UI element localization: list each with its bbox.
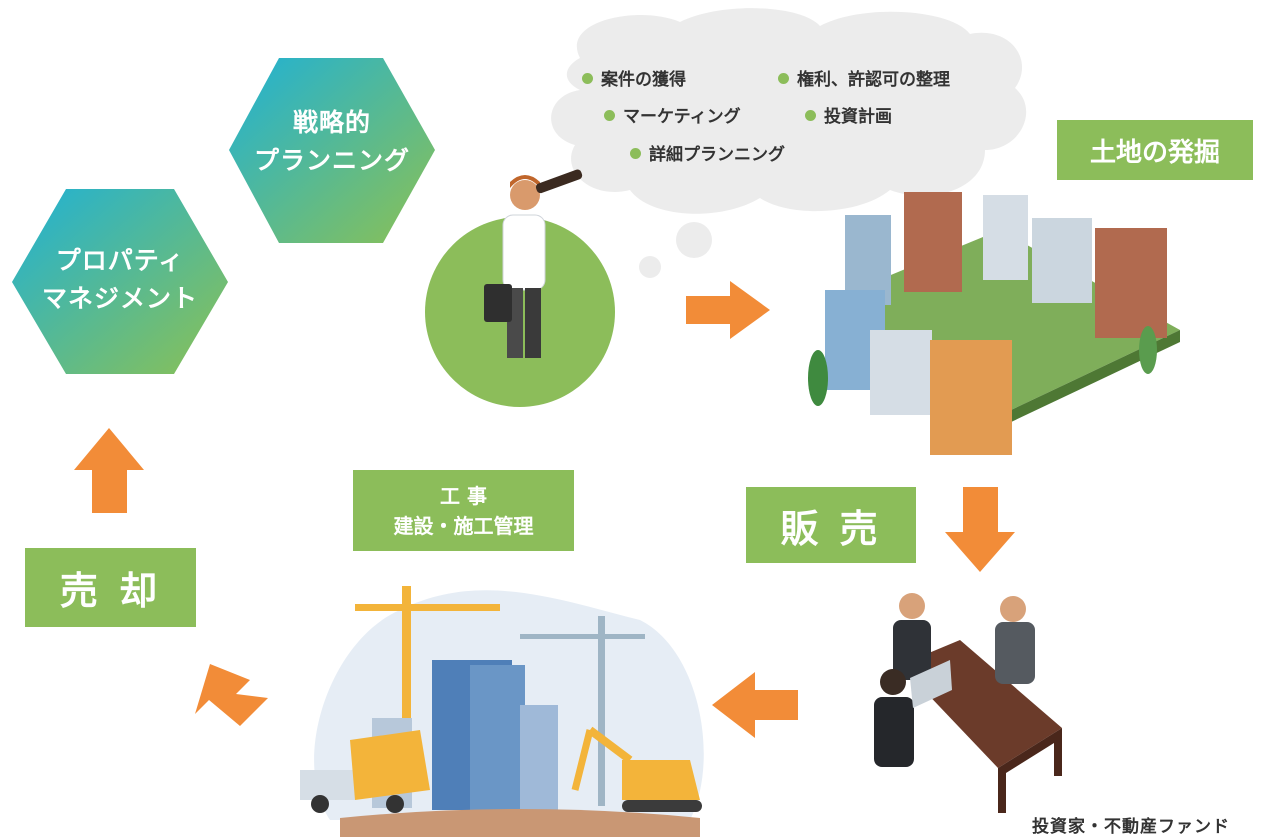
bullet-icon [778, 73, 789, 84]
sell-label: 売 却 [25, 548, 196, 627]
arrow-right-icon [686, 281, 770, 339]
business-meeting-illustration [874, 593, 1062, 813]
investors-caption: 投資家・不動産ファンド [1032, 817, 1230, 837]
person-telescope-illustration [484, 169, 583, 358]
bubble-item: マーケティング [604, 102, 741, 127]
land-buildings-illustration [808, 192, 1180, 455]
hexagon-property-management-label: プロパティ マネジメント [12, 242, 228, 318]
arrow-diagonal-icon [195, 664, 268, 726]
hexagon-property-management [12, 189, 228, 374]
arrow-up-icon [74, 428, 144, 513]
property-line2: マネジメント [41, 284, 198, 313]
hexagon-strategic-planning-label: 戦略的 プランニング [229, 104, 435, 180]
bubble-item: 権利、許認可の整理 [778, 65, 950, 90]
construction-line2: 建設・施工管理 [393, 513, 534, 538]
arrow-down-icon [945, 487, 1015, 572]
bullet-icon [805, 110, 816, 121]
sales-label: 販 売 [746, 487, 916, 563]
bullet-icon [582, 73, 593, 84]
hexagon-strategic-planning [229, 58, 435, 243]
construction-site-illustration [300, 586, 704, 837]
strategic-line1: 戦略的 [292, 108, 371, 137]
bullet-icon [604, 110, 615, 121]
construction-label: 工 事 建設・施工管理 [353, 470, 574, 551]
bullet-icon [630, 148, 641, 159]
land-discovery-label: 土地の発掘 [1057, 120, 1253, 180]
thought-bubble [551, 8, 1027, 278]
construction-line1: 工 事 [440, 483, 487, 508]
property-line1: プロパティ [55, 246, 185, 275]
bubble-item: 案件の獲得 [582, 65, 686, 90]
strategic-line2: プランニング [253, 146, 410, 175]
bubble-item: 詳細プランニング [630, 140, 785, 165]
arrow-left-icon [712, 672, 798, 738]
bubble-item: 投資計画 [805, 102, 892, 127]
